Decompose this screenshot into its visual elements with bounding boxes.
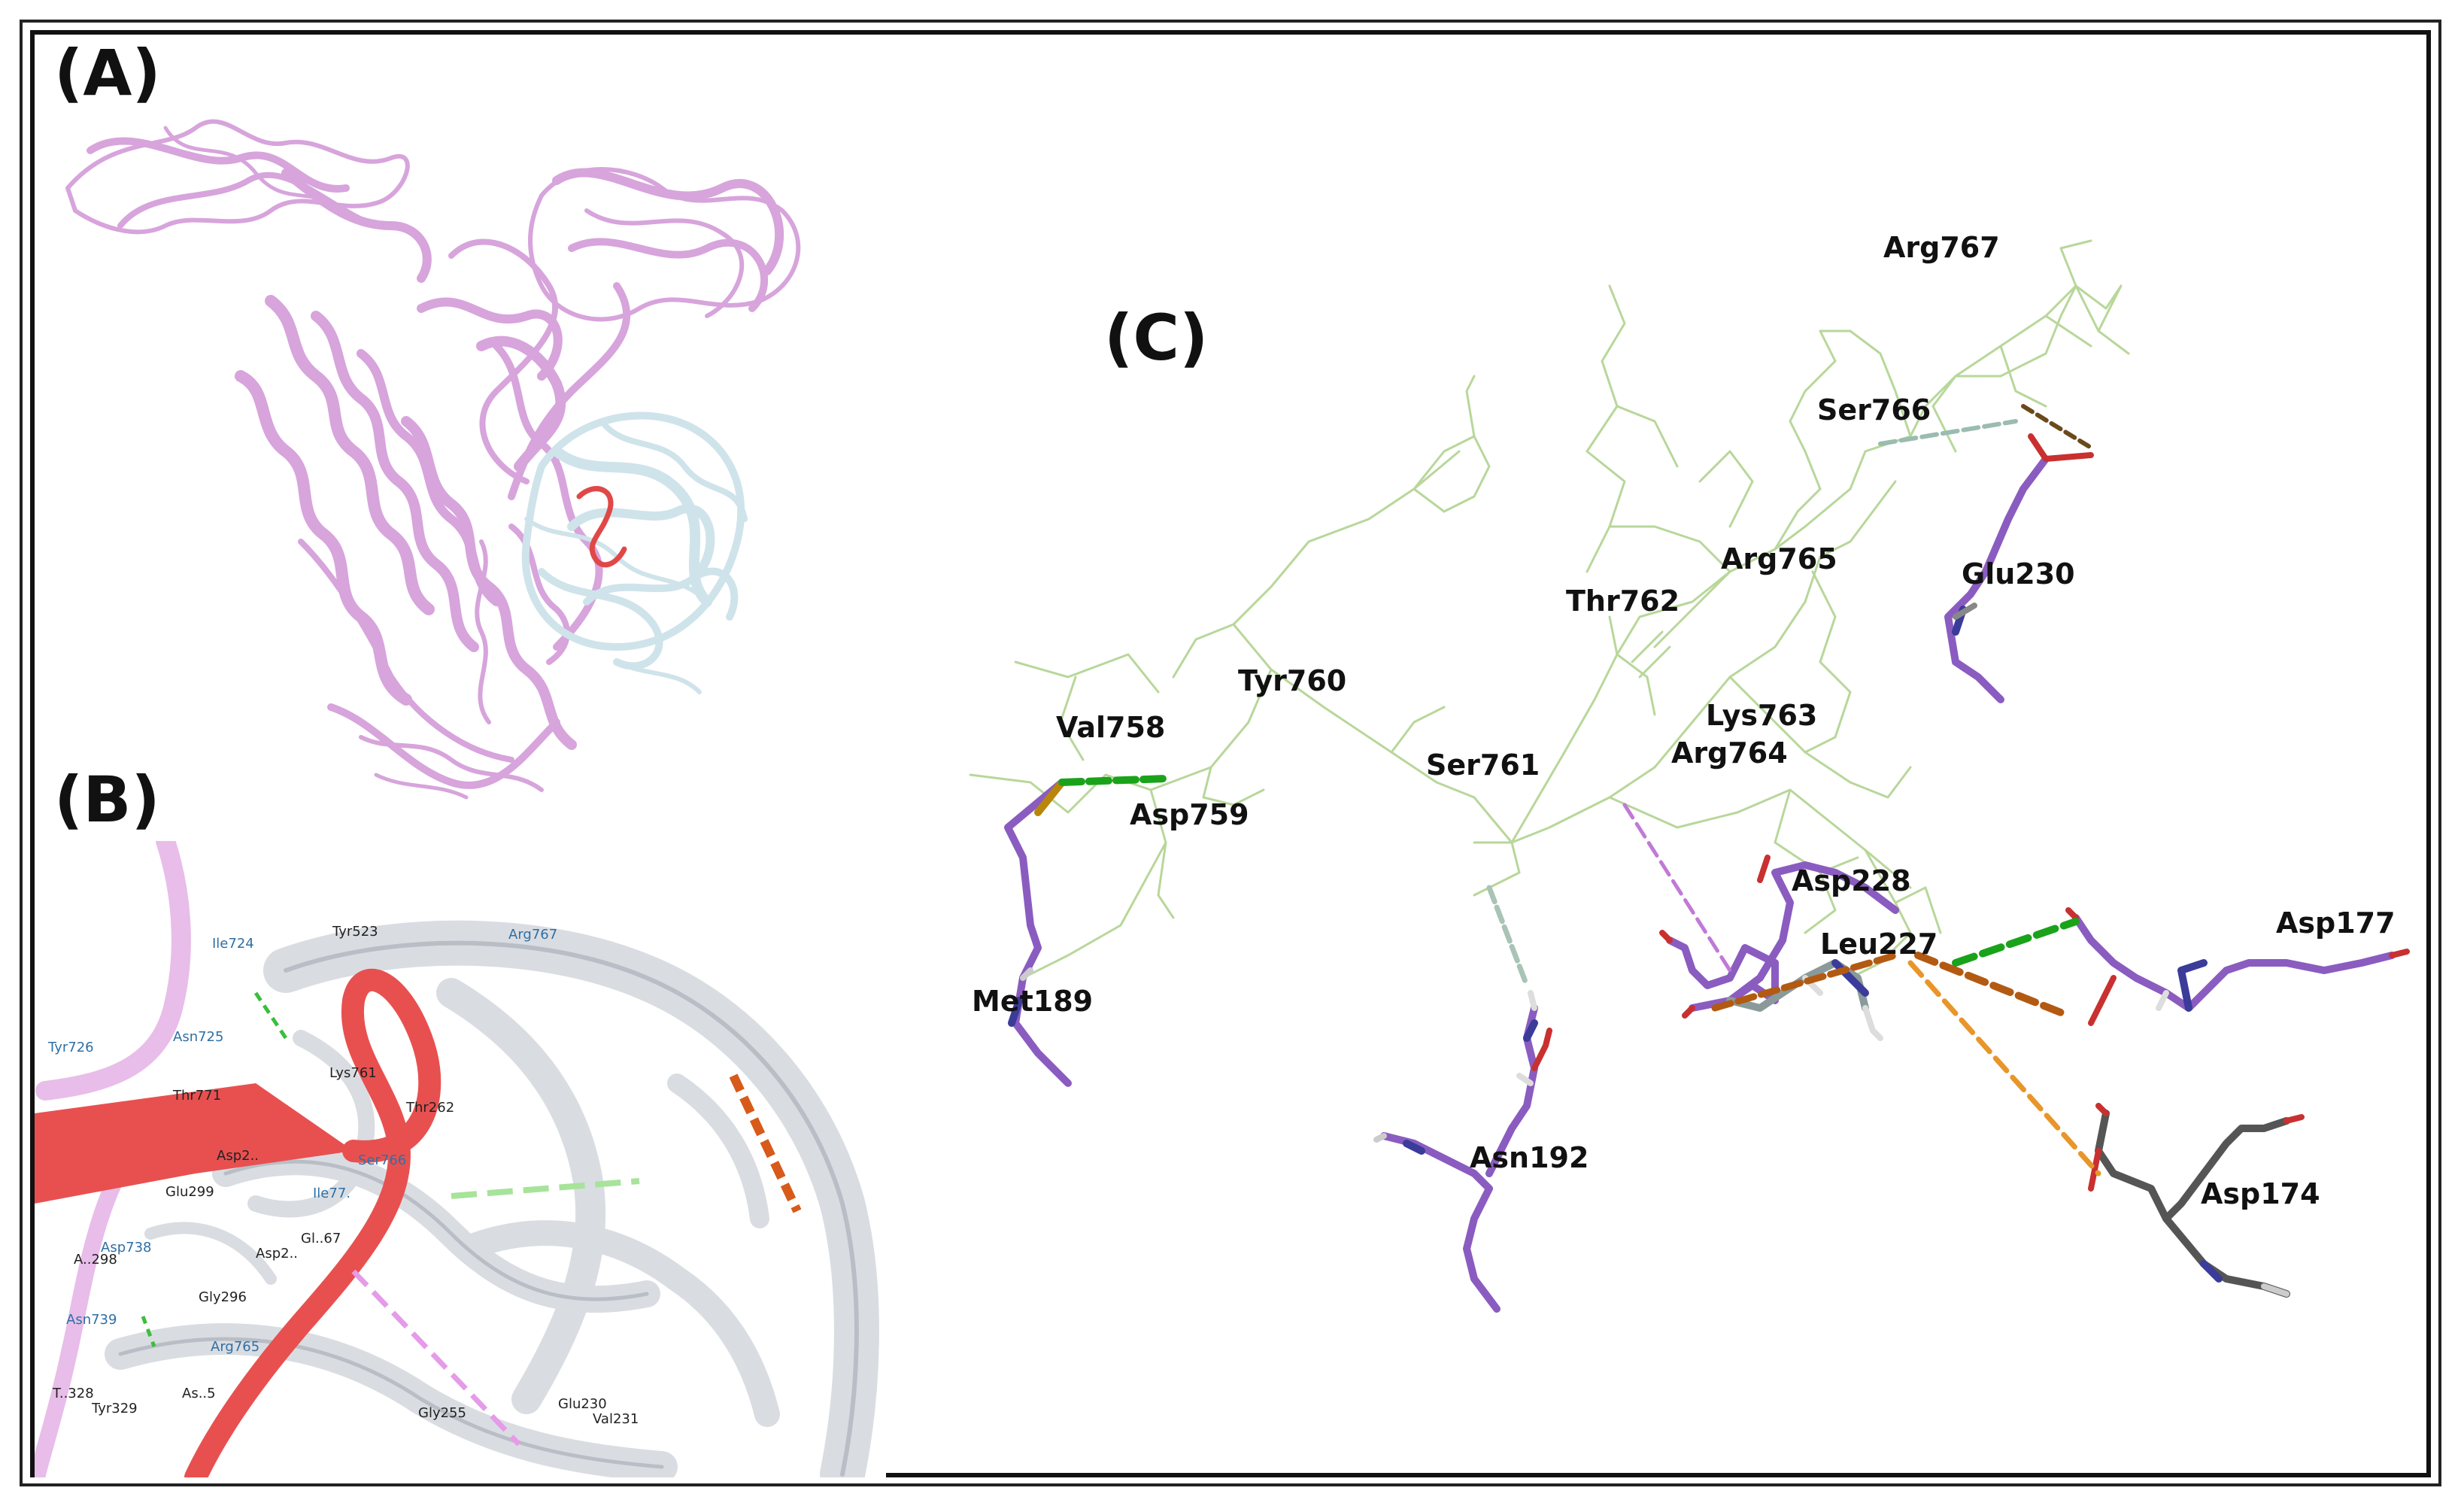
panel-b-label: (B) — [54, 763, 160, 836]
figure-inner-border — [30, 30, 2431, 1477]
red-ribbon-b — [35, 968, 442, 1477]
c-label-asp759: Asp759 — [1130, 798, 1249, 831]
b-label-asp738: Asp738 — [101, 1240, 151, 1255]
c-label-asp228: Asp228 — [1792, 864, 1911, 897]
asp174-stick — [2088, 1103, 2305, 1298]
panel-b-zoom-view — [35, 841, 886, 1477]
c-label-ser761: Ser761 — [1426, 748, 1540, 782]
panel-a-label: (A) — [54, 36, 161, 110]
b-label-tyr329: Tyr329 — [91, 1401, 138, 1416]
b-label-asn739: Asn739 — [66, 1312, 117, 1328]
b-label-a298: A..298 — [74, 1252, 117, 1268]
c-label-arg767: Arg767 — [1883, 231, 2000, 264]
panel-a: (A) — [54, 36, 801, 800]
panel-c-residue-labels: Arg767 Ser766 Glu230 Arg765 Thr762 Tyr76… — [972, 231, 2396, 1210]
c-label-arg764: Arg764 — [1671, 736, 1788, 770]
b-label-thr771: Thr771 — [172, 1088, 221, 1104]
panel-b: (B) — [35, 763, 886, 1477]
met189-stick — [1004, 779, 1072, 1087]
b-label-gly255: Gly255 — [418, 1405, 466, 1421]
b-label-glu299: Glu299 — [165, 1184, 214, 1200]
c-label-leu227: Leu227 — [1820, 928, 1938, 961]
b-label-ile77: Ile77. — [313, 1186, 350, 1201]
receptor-stick-residues — [1004, 433, 2410, 1313]
asn192-stick — [1373, 990, 1552, 1313]
ligand-wireframe — [969, 239, 2130, 979]
glu230-stick — [1944, 433, 2094, 703]
c-label-asp177: Asp177 — [2276, 906, 2396, 940]
b-label-lys761: Lys761 — [329, 1065, 377, 1081]
asp177-stick — [2065, 907, 2410, 1026]
light-blue-protein-ribbon — [521, 411, 748, 694]
c-label-lys763: Lys763 — [1706, 699, 1817, 732]
b-label-glu230: Glu230 — [558, 1396, 607, 1412]
b-label-gl67: Gl..67 — [301, 1231, 341, 1246]
b-label-asp2a: Asp2.. — [217, 1148, 259, 1164]
panel-c: (C) — [969, 231, 2410, 1313]
c-label-asn192: Asn192 — [1470, 1141, 1589, 1174]
figure-outer-border — [20, 20, 2441, 1486]
b-label-tyr523: Tyr523 — [332, 924, 378, 940]
b-label-asn725: Asn725 — [173, 1029, 223, 1045]
c-label-met189: Met189 — [972, 985, 1093, 1018]
c-label-val758: Val758 — [1056, 711, 1165, 744]
b-label-t328: T..328 — [52, 1386, 94, 1401]
b-label-ile724: Ile724 — [212, 936, 254, 952]
c-label-arg765: Arg765 — [1721, 542, 1837, 575]
c-label-glu230: Glu230 — [1962, 557, 2075, 591]
b-label-as5: As..5 — [182, 1386, 216, 1401]
b-label-gly296: Gly296 — [199, 1289, 247, 1305]
c-label-tyr760: Tyr760 — [1238, 664, 1346, 697]
pink-protein-ribbon — [65, 119, 801, 800]
b-label-arg767: Arg767 — [508, 927, 557, 943]
b-label-thr262: Thr262 — [405, 1100, 454, 1116]
b-label-arg765: Arg765 — [211, 1339, 259, 1355]
c-label-thr762: Thr762 — [1566, 584, 1680, 618]
red-loop-segment — [576, 486, 627, 568]
panel-c-label: (C) — [1104, 301, 1208, 375]
panel-b-residue-labels: Ile724 Tyr523 Arg767 Tyr726 Asn725 Lys76… — [47, 924, 639, 1427]
b-label-val231: Val231 — [593, 1411, 639, 1427]
c-label-asp174: Asp174 — [2201, 1177, 2320, 1210]
b-label-asp2b: Asp2.. — [256, 1246, 298, 1262]
c-label-ser766: Ser766 — [1817, 393, 1931, 427]
interaction-lines — [1058, 404, 2101, 1177]
b-label-ser766: Ser766 — [358, 1152, 406, 1168]
b-label-tyr726: Tyr726 — [47, 1040, 94, 1055]
